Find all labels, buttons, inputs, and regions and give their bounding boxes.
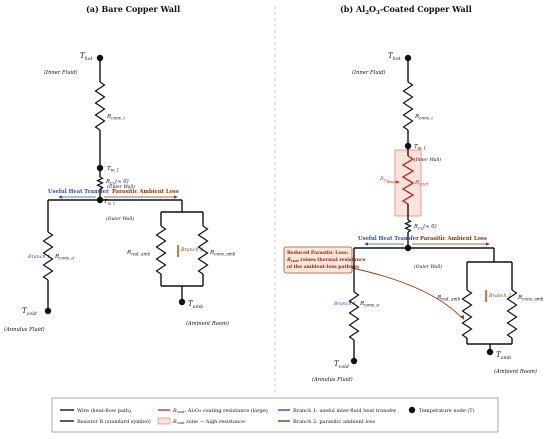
label-r-conv-o: Rconv, o xyxy=(359,301,379,308)
label-t-w2: Tw, 2 xyxy=(104,199,116,205)
legend: Wire (heat-flow path) Resistor R (standa… xyxy=(51,397,499,433)
resistor-r-conv-o xyxy=(348,291,360,341)
label-annulus-fluid: (Annulus Fluid) xyxy=(312,376,353,383)
resistor-r-conv-i xyxy=(402,81,414,131)
label-outer-wall: (Outer Wall) xyxy=(414,263,442,270)
label-t-cold: Tcold xyxy=(334,360,349,370)
label-outer-wall: (Outer Wall) xyxy=(106,215,134,222)
label-r-conv-i: Rconv, i xyxy=(414,114,433,121)
label-outer-wall-top: (Outer Wall) xyxy=(107,183,135,190)
label-r-rad-amb: Rrad, amb xyxy=(436,295,461,302)
label-t-amb: Tamb xyxy=(496,351,511,361)
legend-node: Temperature node (T) xyxy=(419,407,475,414)
label-branch-1: Branch 1 xyxy=(333,301,356,307)
label-inner-fluid: (Inner Fluid) xyxy=(44,69,78,76)
resistor-r-rad-amb xyxy=(155,225,167,275)
label-branch-2: Branch 2 xyxy=(488,293,511,299)
label-r-rad-amb: Rrad, amb xyxy=(126,250,151,257)
label-t-hot: Thot xyxy=(80,52,93,62)
label-branch-2: Branch 2 xyxy=(180,247,203,253)
resistor-r-coat xyxy=(401,155,415,205)
panel-coated-copper: (b) Al2O3-Coated Copper Wall Thot (Inner… xyxy=(283,4,544,383)
callout-arrow xyxy=(351,267,463,319)
legend-zone: Rcoat zone — high resistance xyxy=(172,419,245,425)
label-branch-1: Branch 1 xyxy=(27,254,50,260)
resistor-r-conv-i xyxy=(94,81,106,131)
label-r-cu: RCu(≈ 0) xyxy=(105,178,129,185)
label-ambient-room: (Ambient Room) xyxy=(186,320,229,327)
label-r-cu: RCu(≈ 0) xyxy=(413,223,437,230)
panel-a-title: (a) Bare Copper Wall xyxy=(86,4,180,14)
resistor-r-cu xyxy=(404,219,412,233)
node-t-amb xyxy=(178,298,186,306)
label-r-conv-o: Rconv, o xyxy=(54,254,74,261)
node-t-cold xyxy=(44,307,52,315)
label-ambient-room: (Ambient Room) xyxy=(494,368,537,375)
label-t-amb: Tamb xyxy=(188,300,203,310)
legend-node-swatch xyxy=(408,406,416,414)
label-r-conv-amb: Rconv, amb xyxy=(517,295,544,302)
callout-box xyxy=(283,246,353,274)
resistor-r-conv-amb xyxy=(197,225,209,275)
label-inner-wall: (Inner Wall) xyxy=(414,156,441,163)
label-r-cu-arrow: RCu xyxy=(379,176,390,182)
panel-bare-copper: (a) Bare Copper Wall Thot (Inner Fluid) … xyxy=(4,4,236,333)
legend-resistor: Resistor R (standard symbol) xyxy=(77,418,151,425)
resistor-r-rad-amb xyxy=(461,289,473,339)
label-t-hot: Thot xyxy=(388,52,401,62)
resistor-r-conv-amb xyxy=(506,289,518,339)
label-parasitic: Parasitic Ambient Loss xyxy=(420,236,487,242)
label-t-w1: Tw, 1 xyxy=(414,144,426,151)
label-useful: Useful Heat Transfer xyxy=(48,189,109,195)
label-r-conv-i: Rconv, i xyxy=(106,114,125,121)
legend-wire: Wire (heat-flow path) xyxy=(77,407,131,414)
callout-line-1: Reduced Parasitic Loss: xyxy=(287,250,349,256)
label-inner-fluid: (Inner Fluid) xyxy=(352,69,386,76)
label-r-conv-amb: Rconv, amb xyxy=(209,250,236,257)
label-r-coat: Rcoat xyxy=(414,180,429,187)
callout-line-3: of the ambient-loss pathway xyxy=(287,264,360,270)
resistor-r-cu xyxy=(96,176,104,190)
legend-zone-swatch xyxy=(157,417,171,425)
node-t-amb xyxy=(486,348,494,356)
legend-box xyxy=(51,397,499,433)
label-t-cold: Tcold xyxy=(22,307,37,317)
resistor-r-conv-o xyxy=(42,231,54,281)
label-t-w1: Tw, 1 xyxy=(107,166,119,173)
branch-2-marker xyxy=(485,290,488,302)
panel-b-title: (b) Al2O3-Coated Copper Wall xyxy=(340,4,472,16)
legend-branch2: Branch 2: parasitic ambient loss xyxy=(293,419,376,425)
label-annulus-fluid: (Annulus Fluid) xyxy=(4,326,45,333)
label-useful: Useful Heat Transfer xyxy=(358,236,419,242)
legend-branch1: Branch 1: useful inter-fluid heat transf… xyxy=(293,408,397,414)
branch-2-marker xyxy=(177,245,180,257)
legend-coat: Rcoat: Al₂O₃ coating resistance (large) xyxy=(172,407,268,414)
node-t-cold xyxy=(350,357,358,365)
label-parasitic: Parasitic Ambient Loss xyxy=(112,189,179,195)
